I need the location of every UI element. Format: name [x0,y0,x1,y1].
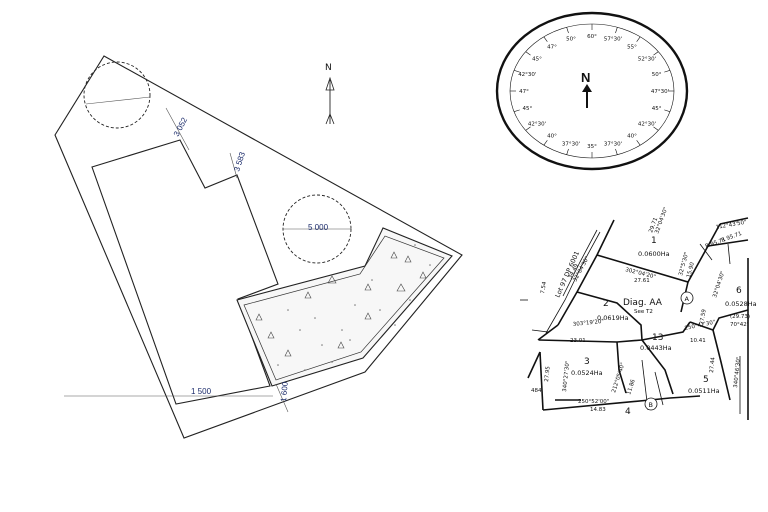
bearing-label: 32°04'30" [712,270,726,298]
compass-tick-label: 42°30' [518,72,536,78]
compass-tick [543,140,548,146]
compass-tick-label: 55° [627,45,637,51]
compass-tick [566,148,569,155]
lot-number: 2 [603,299,609,309]
bearing-label: 11.86 [626,378,637,395]
site-plan: 3 052 3 583 5 000 1 500 1 600 N [54,55,463,439]
compass-north-label: N [581,70,590,85]
lot-area: 0.0524Ha [571,369,603,377]
lot-area: 0.0600Ha [638,250,670,258]
compass-tick-label: 40° [627,133,637,139]
compass-tick [513,109,520,112]
compass-tick [664,70,671,73]
circle-marker-b-label: B [649,401,653,409]
north-arrow-label: N [325,63,332,73]
compass-tick [636,140,641,146]
compass-tick-label: 45° [532,57,542,63]
lot-area: 0.0511Ha [688,387,720,395]
bearing-label: 250°52'00" [578,399,609,405]
compass-tick-label: 42°30' [528,121,546,127]
lot-area: 0.0619Ha [597,314,629,322]
bearing-label: 70°42' [730,322,748,328]
lot-number: 5 [703,375,709,385]
site-boundary [54,55,463,439]
lot-map: 1 0.0600Ha 2 0.0619Ha Diag. AA See T2 13… [520,207,757,420]
bearing-label: 340°46'30" [733,356,742,388]
courtyard-texture [255,251,427,357]
compass-rose: 60°57°30'55°52°30'50°47°30'45°42°30'40°3… [495,11,689,171]
bearing-label: 15.90 [686,261,696,278]
north-arrow: N [325,63,335,125]
compass-tick [653,126,659,131]
compass-tick [543,36,548,42]
diag-subtitle: See T2 [634,309,653,315]
bearing-label: 10.41 [690,338,706,344]
compass-tick-label: 47° [547,45,557,51]
compass-tick-label: 42°30' [638,121,656,127]
compass-tick [513,70,520,73]
compass-tick-label: 37°30' [604,141,622,147]
compass-tick-label: 50° [652,72,662,78]
compass-tick [615,27,618,34]
compass-tick-label: 52°30' [638,57,656,63]
circle-marker-b [644,397,658,411]
compass-tick-label: 40° [547,133,557,139]
building-footprint [91,139,279,405]
compass-tick-label: 45° [652,106,662,112]
lot-number: 6 [736,286,742,296]
compass-tick-label: 47°30' [651,89,669,95]
lot-number: 4 [625,407,631,417]
tree-circle-top [83,61,151,129]
circle-marker-a [680,291,694,305]
dimension-label: 5 000 [308,223,329,232]
dimension-label: 1 600 [279,381,290,402]
compass-tick [636,36,641,42]
bearing-label: 7.54 [540,281,548,295]
bearing-label: 27.95 [544,365,552,382]
lot-area: 0.0528Ha [725,300,757,308]
lot-number: 3 [584,357,590,367]
lot-area: 0.0443Ha [640,344,672,352]
courtyard-area [236,227,453,387]
compass-tick-label: 57°30' [604,37,622,43]
circle-marker-a-label: A [685,295,690,303]
compass-tick-label: 35° [587,144,597,150]
lot-number: 13 [652,333,663,343]
compass-tick-label: 47° [519,89,529,95]
lot-number: 1 [651,236,657,246]
bearing-label: 27.61 [634,278,650,284]
bearing-label: 29.71 [648,217,659,234]
bearing-label: 303°19'20" [573,319,605,328]
compass-tick [525,51,531,56]
diag-title: Diag. AA [623,298,663,308]
bearing-label: 484 [531,388,542,394]
compass-tick [653,51,659,56]
compass-tick-label: 50° [566,37,576,43]
bearing-label: 340°27'30" [562,360,571,392]
dimension-label: 1 500 [191,387,212,396]
bearing-label: 27.59 [699,308,708,325]
bearing-label: 14.83 [590,407,606,413]
bearing-label: 112°43'50" [715,220,747,231]
compass-tick [615,148,618,155]
dimension-label: 3 583 [232,150,247,172]
bearing-label: 23.01 [570,338,586,344]
dimension-label: 3 052 [172,116,190,138]
compass-tick [525,126,531,131]
compass-tick-label: 37°30' [562,141,580,147]
bearing-label: (29.73) [730,314,750,320]
compass-tick-label: 45° [522,106,532,112]
compass-tick-label: 60° [587,34,597,40]
compass-tick [566,27,569,34]
compass-tick [664,109,671,112]
bearing-label: 27.44 [709,356,717,373]
